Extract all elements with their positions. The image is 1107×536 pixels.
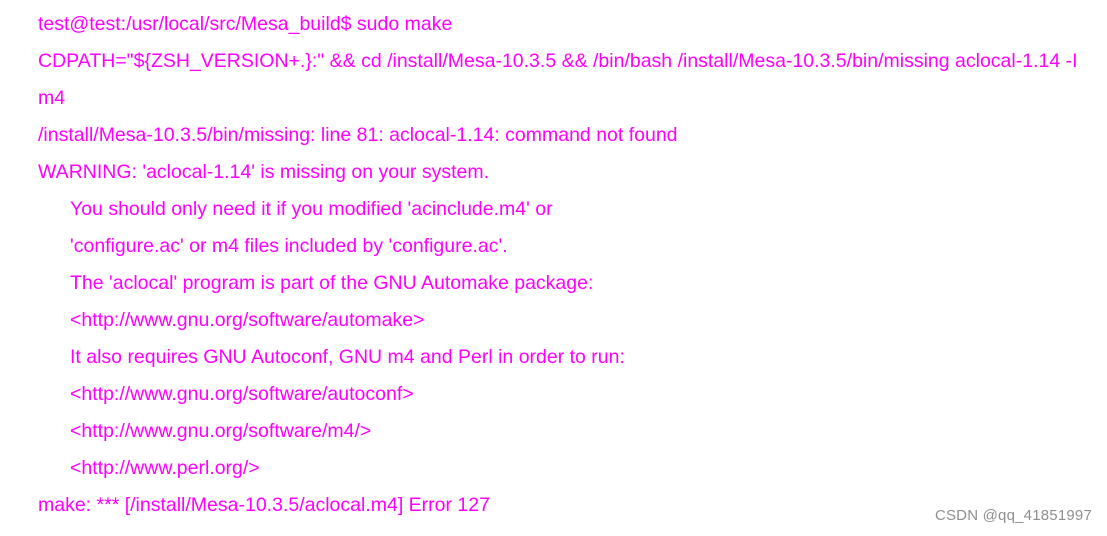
terminal-line-error: make: *** [/install/Mesa-10.3.5/aclocal.… xyxy=(38,494,490,516)
terminal-line: 'configure.ac' or m4 files included by '… xyxy=(70,235,508,257)
terminal-line: It also requires GNU Autoconf, GNU m4 an… xyxy=(70,346,625,368)
terminal-line-prompt: test@test:/usr/local/src/Mesa_build$ sud… xyxy=(38,13,453,35)
terminal-line: m4 xyxy=(38,87,66,109)
terminal-line: CDPATH="${ZSH_VERSION+.}:" && cd /instal… xyxy=(38,50,1078,72)
terminal-line-url: <http://www.perl.org/> xyxy=(70,457,260,479)
terminal-line-url: <http://www.gnu.org/software/automake> xyxy=(70,309,425,331)
watermark: CSDN @qq_41851997 xyxy=(934,507,1092,524)
terminal-line: The 'aclocal' program is part of the GNU… xyxy=(70,272,594,294)
terminal-line-url: <http://www.gnu.org/software/autoconf> xyxy=(70,383,414,405)
terminal-line: You should only need it if you modified … xyxy=(70,198,553,220)
terminal-line-url: <http://www.gnu.org/software/m4/> xyxy=(70,420,372,442)
terminal-line: /install/Mesa-10.3.5/bin/missing: line 8… xyxy=(38,124,678,146)
terminal-line-warning: WARNING: 'aclocal-1.14' is missing on yo… xyxy=(38,161,490,183)
terminal-output: test@test:/usr/local/src/Mesa_build$ sud… xyxy=(38,6,1087,524)
